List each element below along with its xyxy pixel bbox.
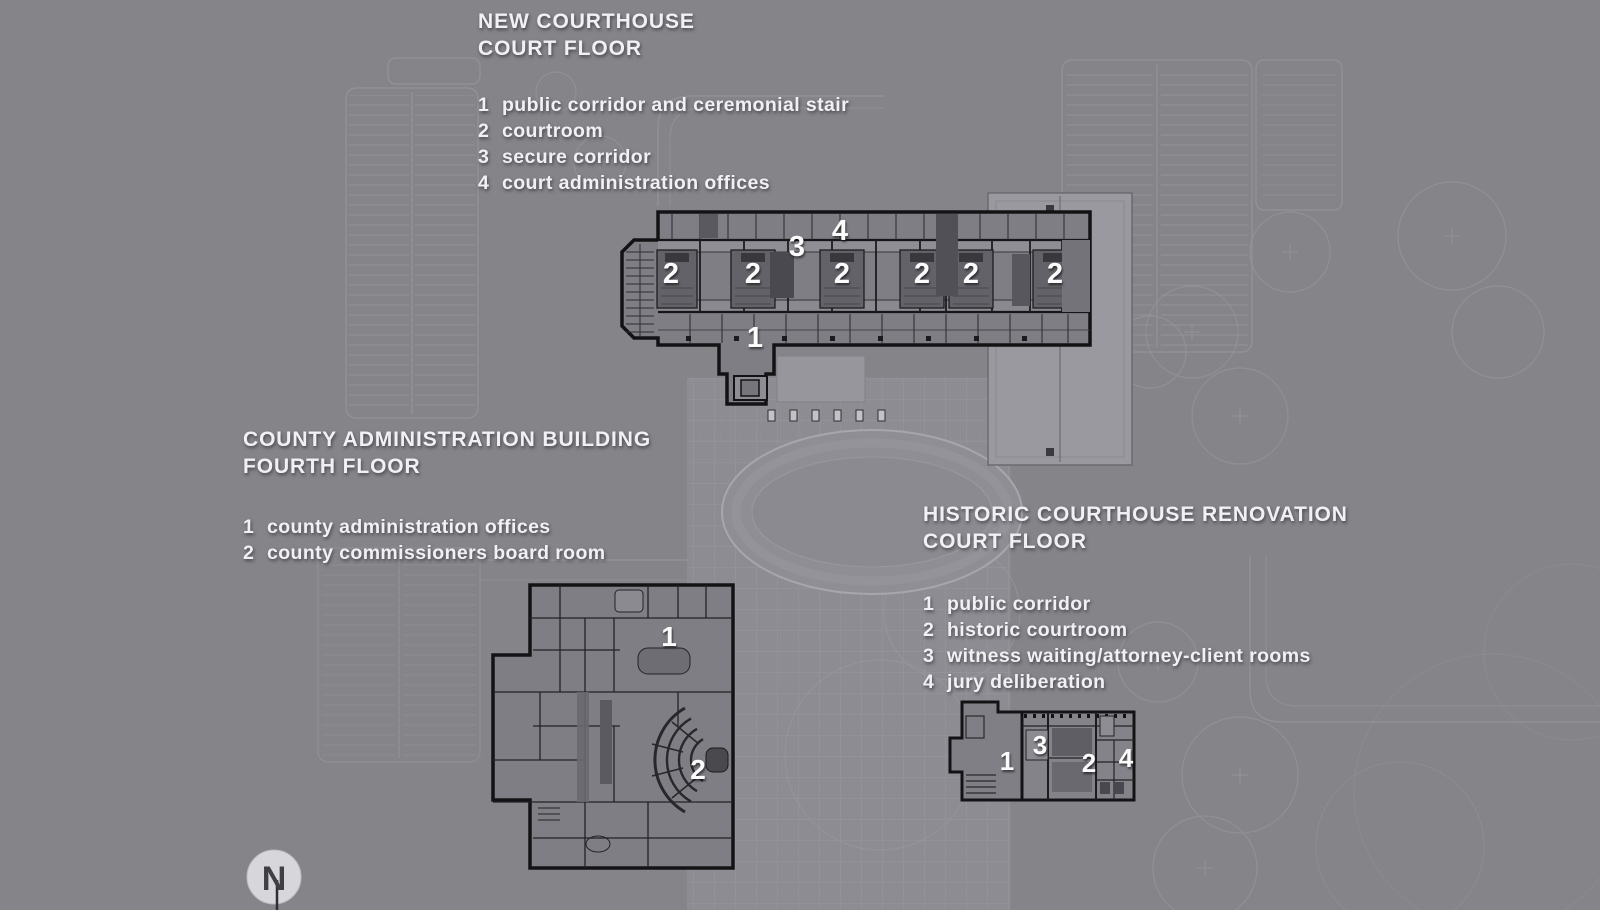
- legend-label: court administration offices: [502, 172, 770, 194]
- legend-num: 2: [478, 120, 490, 142]
- legend-num: 2: [923, 619, 935, 641]
- historic-title-line2: COURT FLOOR: [923, 530, 1087, 553]
- county-admin-plan: [491, 583, 735, 870]
- ceremonial-stair-wing: [626, 244, 654, 336]
- legend-label: witness waiting/attorney-client rooms: [947, 645, 1311, 667]
- legend-item: 3 secure corridor: [478, 144, 849, 170]
- tree-circles: [535, 71, 1600, 910]
- legend-num: 1: [923, 593, 935, 615]
- historic-courthouse-label-block: HISTORIC COURTHOUSE RENOVATION COURT FLO…: [923, 501, 1348, 695]
- legend-item: 4 court administration offices: [478, 170, 849, 196]
- marker-courtroom-1: 2: [663, 258, 679, 290]
- marker-hist-public-corridor: 1: [1000, 746, 1014, 776]
- new-courthouse-plan: [620, 210, 1092, 406]
- county-admin-legend: 1 county administration offices 2 county c…: [243, 514, 651, 566]
- entry-terrace: [776, 355, 866, 403]
- legend-item: 2 courtroom: [478, 118, 849, 144]
- north-arrow: N: [246, 849, 302, 910]
- legend-num: 1: [478, 94, 490, 116]
- legend-label: courtroom: [502, 120, 604, 142]
- new-courthouse-label-block: NEW COURTHOUSE COURT FLOOR 1 public corri…: [478, 8, 849, 196]
- legend-label: county administration offices: [267, 516, 551, 538]
- legend-item: 1 public corridor and ceremonial stair: [478, 92, 849, 118]
- board-room-seating: [651, 706, 704, 814]
- plaza-paving: [688, 355, 1023, 910]
- legend-item: 1 county administration offices: [243, 514, 651, 540]
- marker-courtroom-3: 2: [834, 258, 850, 290]
- marker-courtroom-4: 2: [914, 258, 930, 290]
- legend-label: public corridor and ceremonial stair: [502, 94, 850, 116]
- legend-label: secure corridor: [502, 146, 652, 168]
- historic-title-line1: HISTORIC COURTHOUSE RENOVATION: [923, 503, 1348, 526]
- legend-item: 3 witness waiting/attorney-client rooms: [923, 643, 1348, 669]
- historic-courthouse-plan: [948, 700, 1136, 802]
- north-arrow-letter: N: [262, 860, 287, 898]
- marker-public-corridor: 1: [747, 322, 763, 354]
- marker-admin-offices: 1: [661, 621, 677, 652]
- plan-markers: 2 2 2 2 2 2 1 3 4 1 2 1 3 2 4: [661, 215, 1134, 785]
- marker-courtroom-2: 2: [745, 258, 761, 290]
- legend-num: 2: [243, 542, 255, 564]
- plaza-bollards: [767, 409, 886, 422]
- county-admin-title-line1: COUNTY ADMINISTRATION BUILDING: [243, 428, 652, 451]
- legend-num: 3: [478, 146, 490, 168]
- legend-item: 2 county commissioners board room: [243, 540, 651, 566]
- marker-hist-witness-rooms: 3: [1033, 730, 1047, 760]
- marker-board-room: 2: [690, 754, 706, 785]
- legend-item: 2 historic courtroom: [923, 617, 1348, 643]
- marker-hist-courtroom: 2: [1082, 748, 1096, 778]
- legend-label: jury deliberation: [947, 671, 1106, 693]
- legend-item: 4 jury deliberation: [923, 669, 1348, 695]
- new-courthouse-title-line2: COURT FLOOR: [478, 37, 642, 60]
- legend-label: historic courtroom: [947, 619, 1128, 641]
- legend-num: 3: [923, 645, 935, 667]
- marker-hist-jury: 4: [1119, 743, 1134, 773]
- marker-secure-corridor: 3: [789, 231, 805, 263]
- legend-item: 1 public corridor: [923, 591, 1348, 617]
- historic-legend: 1 public corridor 2 historic courtroom 3 wi…: [923, 591, 1348, 695]
- marker-court-admin-offices: 4: [832, 215, 848, 247]
- legend-label: county commissioners board room: [267, 542, 606, 564]
- marker-courtroom-5: 2: [963, 258, 979, 290]
- legend-label: public corridor: [947, 593, 1091, 615]
- county-admin-title-line2: FOURTH FLOOR: [243, 455, 421, 478]
- county-admin-label-block: COUNTY ADMINISTRATION BUILDING FOURTH FL…: [243, 426, 651, 566]
- legend-num: 1: [243, 516, 255, 538]
- marker-courtroom-6: 2: [1047, 258, 1063, 290]
- new-courthouse-title-line1: NEW COURTHOUSE: [478, 10, 695, 33]
- north-arrow-circle: [246, 849, 302, 905]
- legend-num: 4: [478, 172, 490, 194]
- legend-num: 4: [923, 671, 935, 693]
